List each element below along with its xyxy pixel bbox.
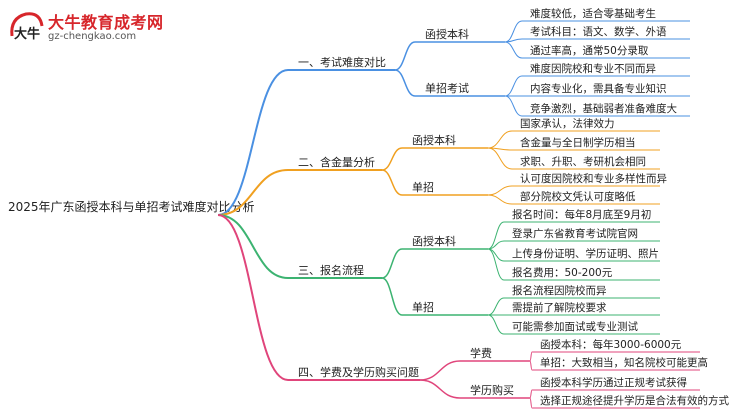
branch-label: 一、考试难度对比 [298, 55, 386, 69]
svg-text:大牛: 大牛 [14, 26, 40, 42]
branch-connector [217, 214, 289, 279]
sub-topic-label: 学费 [470, 346, 492, 360]
leaf-connector [487, 297, 505, 316]
sub-connector [419, 379, 461, 399]
branch-connector [217, 214, 289, 381]
sub-connector [381, 147, 403, 171]
leaf-label: 难度因院校和专业不同而异 [530, 62, 656, 75]
leaf-connector [487, 240, 505, 250]
logo-title: 大牛教育成考网 [48, 13, 164, 32]
leaf-connector [487, 194, 513, 205]
branch-connector [217, 69, 289, 216]
leaf-label: 认可度因院校和专业多样性而异 [520, 172, 667, 185]
branch-label: 二、含金量分析 [298, 155, 375, 169]
leaf-label: 函授本科学历通过正规考试获得 [540, 376, 687, 389]
leaf-label: 上传身份证明、学历证明、照片 [512, 247, 659, 260]
leaf-connector [529, 351, 533, 362]
sub-topic-label: 单招 [412, 180, 434, 194]
leaf-label: 需提前了解院校要求 [512, 301, 607, 314]
branch-label: 四、学费及学历购买问题 [298, 365, 419, 379]
leaf-label: 竞争激烈，基础弱者准备难度大 [530, 102, 677, 115]
leaf-label: 选择正规途径提升学历是合法有效的方式 [540, 394, 729, 407]
sub-topic-label: 函授本科 [425, 27, 469, 41]
leaf-label: 报名时间：每年8月底至9月初 [512, 208, 651, 221]
leaf-label: 报名费用：50-200元 [512, 266, 613, 279]
sub-connector [381, 248, 403, 279]
leaf-label: 登录广东省教育考试院官网 [512, 227, 638, 240]
leaf-label: 通过率高，通常50分录取 [530, 44, 649, 57]
leaf-connector [487, 130, 513, 149]
leaf-connector [504, 20, 523, 43]
leaf-label: 国家承认，法律效力 [520, 117, 615, 130]
sub-topic-label: 函授本科 [412, 234, 456, 248]
leaf-label: 考试科目：语文、数学、外语 [530, 25, 667, 38]
leaf-connector [487, 221, 505, 250]
leaf-connector [487, 147, 513, 170]
sub-connector [394, 69, 416, 97]
leaf-label: 含金量与全日制学历相当 [520, 136, 636, 149]
branch-connector [217, 169, 289, 216]
leaf-label: 内容专业化，需具备专业知识 [530, 82, 667, 95]
branch-label: 三、报名流程 [298, 263, 364, 277]
leaf-connector [487, 248, 505, 281]
leaf-label: 单招：大致相当，知名院校可能更高 [540, 356, 708, 369]
logo-mark-icon: 大牛 [10, 12, 44, 42]
sub-topic-label: 函授本科 [412, 133, 456, 147]
leaf-connector [504, 41, 523, 59]
leaf-label: 难度较低，适合零基础考生 [530, 7, 656, 20]
leaf-connector [504, 38, 523, 43]
sub-topic-label: 单招 [412, 300, 434, 314]
leaf-label: 可能需参加面试或专业测试 [512, 320, 638, 333]
sub-topic-label: 学历购买 [470, 383, 514, 397]
leaf-connector [529, 397, 533, 409]
site-logo[interactable]: 大牛 大牛教育成考网 gz-chengkao.com [6, 6, 166, 50]
sub-connector [381, 277, 403, 316]
leaf-label: 函授本科：每年3000-6000元 [540, 338, 682, 351]
leaf-connector [529, 389, 533, 399]
sub-connector [381, 169, 403, 196]
leaf-connector [487, 314, 505, 335]
logo-url: gz-chengkao.com [48, 31, 137, 42]
sub-connector [394, 41, 416, 71]
leaf-connector [504, 95, 523, 117]
sub-connector [419, 360, 461, 381]
leaf-connector [487, 185, 513, 196]
leaf-label: 求职、升职、考研机会相同 [520, 155, 646, 168]
root-topic: 2025年广东函授本科与单招考试难度对比分析 [8, 199, 255, 214]
sub-topic-label: 单招考试 [425, 81, 469, 95]
leaf-connector [529, 360, 533, 371]
leaf-label: 报名流程因院校而异 [512, 284, 607, 297]
leaf-connector [504, 75, 523, 97]
leaf-label: 部分院校文凭认可度略低 [520, 190, 636, 203]
